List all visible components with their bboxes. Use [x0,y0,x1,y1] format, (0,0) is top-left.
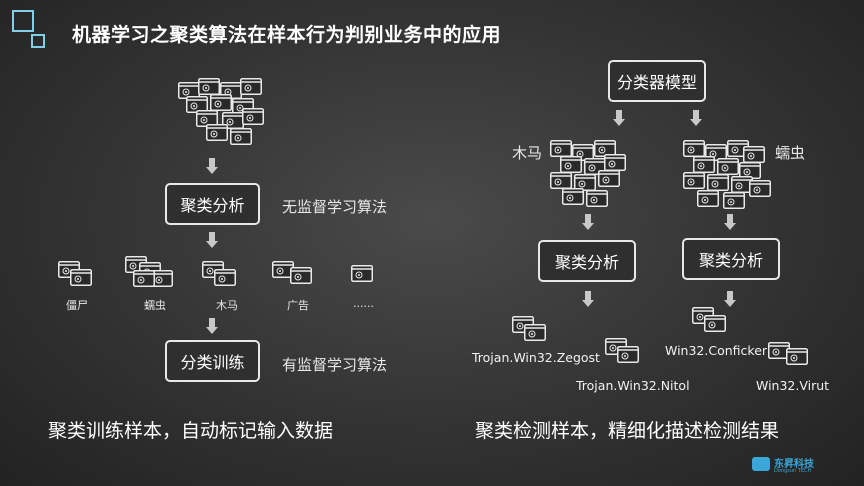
down-arrow-icon [613,110,625,126]
sample-window-icon [683,172,705,189]
sample-window-icon [574,174,596,191]
sample-name-nitol: Trojan.Win32.Nitol [576,378,690,393]
sample-name-virut: Win32.Virut [756,378,830,393]
cluster-analysis-label: 聚类分析 [180,196,245,215]
sample-window-icon [550,140,572,157]
sample-cluster-virut [768,342,810,368]
right-caption: 聚类检测样本，精细化描述检测结果 [475,420,780,442]
supervised-note: 有监督学习算法 [282,356,388,374]
sample-window-icon [230,128,252,145]
sample-window-icon [617,346,639,363]
logo-text-cn: 东昇科技 [774,459,814,470]
sample-window-icon [697,190,719,207]
cluster-analysis-label-a: 聚类分析 [554,253,619,272]
sample-window-icon [242,108,264,125]
sample-name-conficker: Win32.Conficker [665,343,768,358]
sample-cluster-top [176,78,266,154]
sample-window-icon [198,78,220,95]
down-arrow-icon [690,110,702,126]
corner-square-large [12,10,34,32]
sample-window-icon [290,267,312,284]
trojan-label: 木马 [512,144,543,162]
sample-window-icon [717,158,739,175]
sample-window-icon [598,170,620,187]
down-arrow-icon [206,232,218,248]
sample-cluster-worm-detect [683,140,771,212]
left-caption: 聚类训练样本，自动标记输入数据 [48,420,334,442]
classification-training-label: 分类训练 [180,353,245,372]
sample-window-icon [186,96,208,113]
cluster-analysis-box: 聚类分析 [165,183,260,225]
down-arrow-icon [582,214,594,230]
sample-window-icon [768,342,790,359]
sample-window-icon [351,265,373,282]
sample-window-icon [206,124,228,141]
category-label-worm: 蠕虫 [144,299,166,312]
classification-training-box: 分类训练 [165,340,260,382]
down-arrow-icon [206,158,218,174]
sample-window-icon [749,180,771,197]
worm-label: 蠕虫 [775,144,806,162]
sample-cluster-adware [272,261,314,287]
corner-square-small [31,34,45,48]
sample-cluster-more [349,263,373,283]
sample-window-icon [240,78,262,95]
sample-window-icon [723,192,745,209]
down-arrow-icon [582,291,594,307]
cluster-analysis-box-b: 聚类分析 [682,238,780,280]
sample-window-icon [214,269,236,286]
sample-window-icon [707,174,729,191]
sample-window-icon [786,348,808,365]
category-label-trojan: 木马 [216,299,238,312]
logo-text-en: Dongsun TECH [774,468,812,474]
classifier-model-box: 分类器模型 [608,60,706,102]
cluster-analysis-box-a: 聚类分析 [538,240,636,282]
down-arrow-icon [724,214,736,230]
sample-window-icon [586,190,608,207]
sample-window-icon [562,188,584,205]
category-label-zombie: 僵尸 [66,299,88,312]
category-label-more: ...... [353,297,374,310]
sample-window-icon [210,94,232,111]
sample-window-icon [704,315,726,332]
sample-window-icon [272,261,294,278]
sample-window-icon [133,270,155,287]
sample-window-icon [594,140,616,157]
sample-window-icon [683,140,705,157]
sample-window-icon [560,156,582,173]
sample-cluster-conficker [692,307,726,333]
classifier-model-label: 分类器模型 [616,73,697,92]
category-label-adware: 广告 [287,299,309,312]
cluster-analysis-label-b: 聚类分析 [698,251,763,270]
page-title: 机器学习之聚类算法在样本行为判别业务中的应用 [72,24,502,46]
sample-cluster-trojan [202,261,236,287]
sample-window-icon [70,269,92,286]
sample-window-icon [731,176,753,193]
down-arrow-icon [724,291,736,307]
logo-mark-icon [752,457,770,471]
sample-cluster-nitol [605,338,639,364]
sample-window-icon [550,172,572,189]
sample-window-icon [743,146,765,163]
sample-window-icon [604,154,626,171]
sample-cluster-zombie [58,261,92,287]
sample-cluster-trojan-detect [550,140,628,212]
down-arrow-icon [206,318,218,334]
sample-window-icon [524,324,546,341]
sample-window-icon [693,156,715,173]
unsupervised-note: 无监督学习算法 [282,198,388,216]
sample-cluster-worm [125,256,173,292]
sample-cluster-zegost [512,316,546,342]
sample-name-zegost: Trojan.Win32.Zegost [472,350,600,365]
